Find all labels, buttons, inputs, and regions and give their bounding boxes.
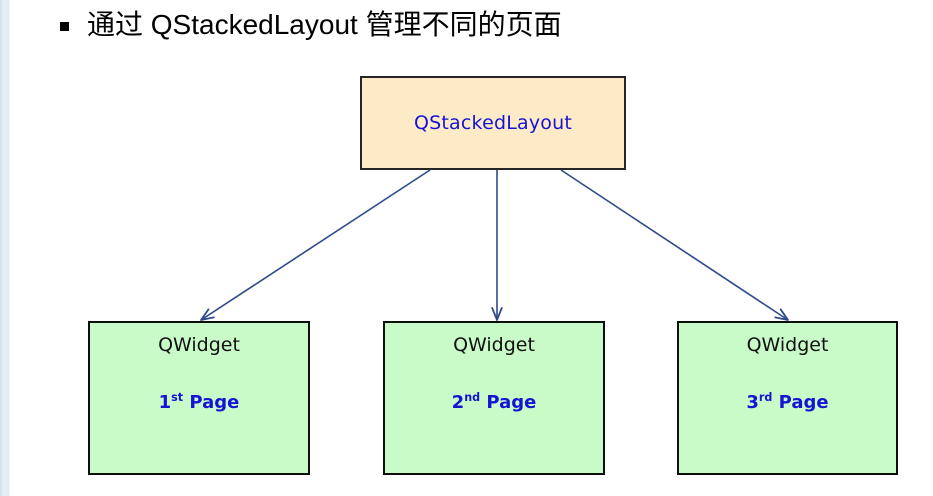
arrow-to-page-1-head-icon	[200, 308, 215, 321]
node-qstackedlayout-label: QStackedLayout	[413, 112, 573, 134]
node-qwidget-page-1: QWidget 1st Page	[88, 321, 310, 475]
node-qwidget-page-2-label: 2nd Page	[385, 392, 603, 413]
page-ordinal-3: rd	[758, 391, 773, 404]
page-suffix-3: Page	[772, 392, 829, 413]
arrow-to-page-2-head-icon	[491, 307, 503, 321]
page-ordinal-2: nd	[464, 391, 481, 404]
page-number-3: 3	[746, 392, 759, 413]
node-qwidget-page-1-label: 1st Page	[90, 392, 308, 413]
slide-title: 通过 QStackedLayout 管理不同的页面	[60, 2, 920, 48]
left-accent-stripe	[0, 0, 10, 496]
node-qwidget-page-2-title: QWidget	[453, 334, 535, 356]
node-qwidget-page-3-title: QWidget	[746, 334, 829, 356]
arrow-to-page-3	[560, 169, 789, 321]
page-suffix-2: Page	[480, 392, 537, 413]
node-qstackedlayout: QStackedLayout	[360, 76, 626, 170]
connector-group	[200, 169, 789, 321]
node-qwidget-page-3: QWidget 3rd Page	[677, 321, 898, 475]
page-number-1: 1	[158, 392, 172, 413]
page-ordinal-1: st	[171, 391, 184, 404]
page-number-2: 2	[451, 392, 465, 413]
node-qwidget-page-3-label: 3rd Page	[679, 392, 896, 413]
arrow-to-page-3-head-icon	[774, 308, 789, 321]
node-qwidget-page-1-title: QWidget	[158, 334, 240, 356]
arrow-to-page-1	[200, 169, 431, 321]
bullet-square-icon	[60, 21, 69, 31]
page-suffix-1: Page	[183, 392, 240, 413]
slide-title-text: 通过 QStackedLayout 管理不同的页面	[87, 9, 562, 40]
node-qwidget-page-2: QWidget 2nd Page	[383, 321, 605, 475]
left-accent-stripe-edge	[0, 0, 2, 496]
